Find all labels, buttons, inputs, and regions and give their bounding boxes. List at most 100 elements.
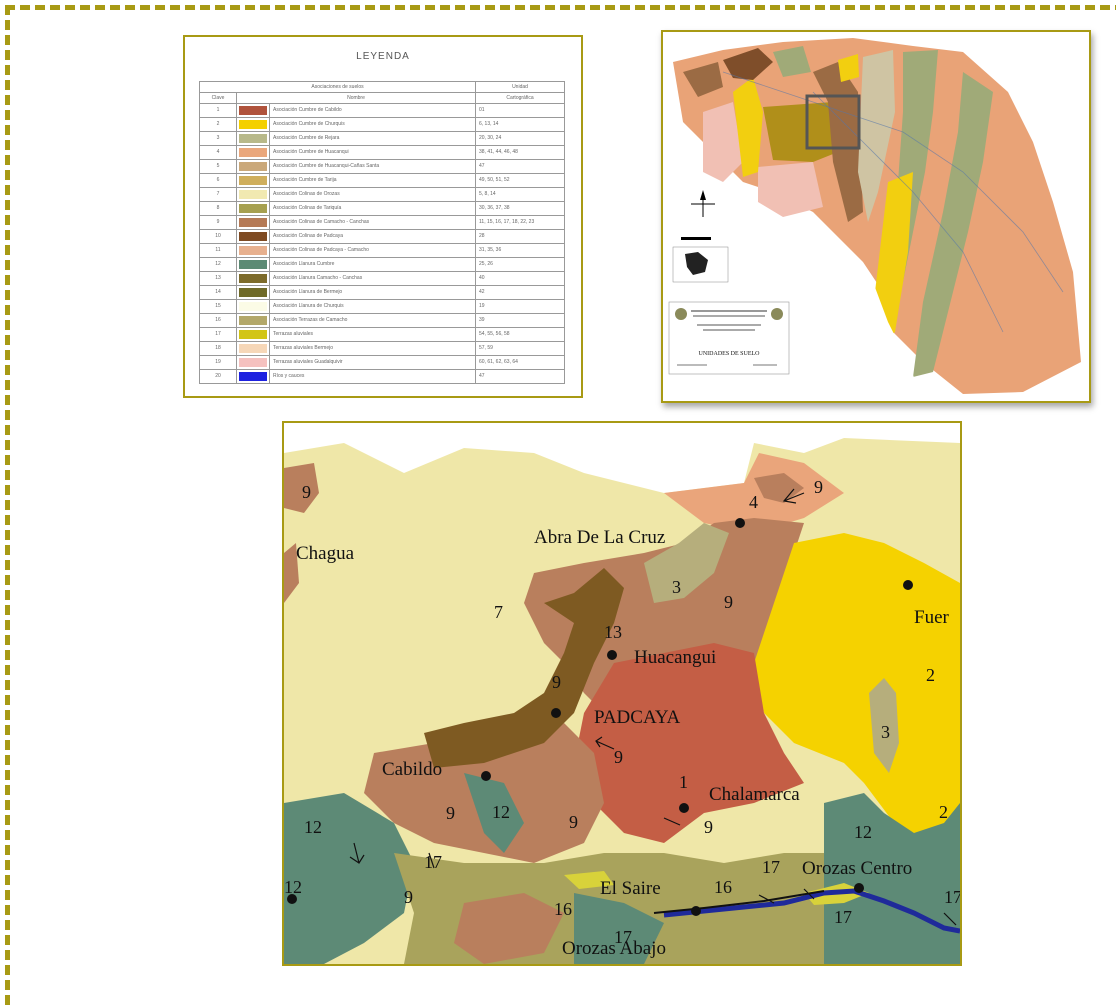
place-names: Abra De La Cruz Chagua Huacangui PADCAYA… [296, 527, 950, 959]
legend-row-swatch [236, 355, 270, 370]
legend-row-code: 57, 59 [475, 341, 565, 356]
legend-row-num: 16 [199, 313, 237, 328]
place-dot-west [287, 894, 297, 904]
unit-12-teal-west [284, 793, 414, 964]
unit-label: 9 [724, 592, 733, 612]
legend-row-num: 10 [199, 229, 237, 244]
legend-row-name: Asociación Cumbre de Huacanqui [269, 145, 476, 160]
legend-row-name: Asociación Llanura de Bermejo [269, 285, 476, 300]
unit-9-nw [284, 463, 319, 513]
legend-header-group: Asociaciones de suelos [199, 81, 476, 93]
unit-labels: 9493713992391912912921717161716179121217 [284, 477, 960, 947]
legend-row-code: 60, 61, 62, 63, 64 [475, 355, 565, 370]
place-el-saire: El Saire [600, 878, 661, 899]
unit-2-yellow [754, 533, 960, 873]
overview-rivers-2 [812, 91, 1004, 333]
legend-row-num: 17 [199, 327, 237, 342]
legend-row-name: Asociación Colinas de Orozas [269, 187, 476, 202]
legend-row-swatch [236, 159, 270, 174]
legend-row-swatch [236, 285, 270, 300]
unit-label: 7 [494, 602, 503, 622]
legend-row-num: 7 [199, 187, 237, 202]
unit-label: 3 [672, 577, 681, 597]
legend-row-code: 25, 26 [475, 257, 565, 272]
overview-map: UNIDADES DE SUELO [663, 32, 1089, 401]
legend-row-name: Asociación Llanura Camacho - Canchas [269, 271, 476, 286]
legend-row-num: 1 [199, 103, 237, 118]
place-chagua: Chagua [296, 543, 355, 564]
legend-row-num: 5 [199, 159, 237, 174]
unit-label: 9 [614, 747, 623, 767]
place-orozas-abajo: Orozas Abajo [562, 938, 666, 959]
legend-row-swatch [236, 257, 270, 272]
place-dot-huacangui [607, 650, 617, 660]
unit-3-sage-north [644, 523, 729, 603]
overview-rivers [722, 71, 1064, 293]
overview-map-panel: UNIDADES DE SUELO [661, 30, 1091, 403]
legend-row-code: 28 [475, 229, 565, 244]
legend-row-name: Asociación Cumbre de Churquis [269, 117, 476, 132]
dashed-frame [5, 5, 1116, 1005]
place-dot-fuer [903, 580, 913, 590]
legend-row-code: 47 [475, 369, 565, 384]
place-dot-orozas-abajo [691, 906, 701, 916]
unit-label: 9 [446, 803, 455, 823]
legend-row-swatch [236, 131, 270, 146]
place-dot-orozas-centro [854, 883, 864, 893]
unit-9-south [454, 893, 564, 964]
legend-row-code: 01 [475, 103, 565, 118]
legend-table: Asociaciones de suelos Unidad Clave Nomb… [199, 81, 565, 384]
unit-label: 17 [762, 857, 780, 877]
pointer-arrows [349, 488, 957, 926]
legend-row-code: 40 [475, 271, 565, 286]
unit-9-west [284, 543, 299, 603]
unit-label: 12 [284, 877, 302, 897]
region-brown [813, 62, 863, 222]
unit-label: 12 [492, 802, 510, 822]
unit-label: 3 [881, 722, 890, 742]
unit-label: 17 [614, 927, 632, 947]
unit-label: 9 [569, 812, 578, 832]
unit-label: 9 [552, 672, 561, 692]
region-green-band-2 [913, 72, 993, 377]
region-tan-band [858, 50, 895, 222]
legend-row-name: Asociación Colinas de Camacho - Canchas [269, 215, 476, 230]
place-dot-abra [735, 518, 745, 528]
region-brown-nw [683, 62, 723, 97]
legend-row-name: Asociación Cumbre de Tarija [269, 173, 476, 188]
unit-label: 13 [604, 622, 622, 642]
unit-label: 12 [304, 817, 322, 837]
legend-row-num: 9 [199, 215, 237, 230]
legend-row-swatch [236, 103, 270, 118]
legend-row-code: 42 [475, 285, 565, 300]
unit-12-teal-center [464, 773, 524, 853]
region-pink-south [758, 162, 823, 217]
unmapped-area [284, 423, 960, 493]
unit-1-red [574, 643, 804, 843]
zoomed-soil-map: 9493713992391912912921717161716179121217… [284, 423, 960, 964]
legend-row-num: 2 [199, 117, 237, 132]
legend-row-swatch [236, 243, 270, 258]
legend-row-name: Asociación Colinas de Padcaya - Camacho [269, 243, 476, 258]
legend-row-name: Asociación Colinas de Padcaya [269, 229, 476, 244]
place-padcaya: PADCAYA [594, 707, 681, 728]
place-huacangui: Huacangui [634, 647, 716, 668]
legend-header-code-top: Unidad [475, 81, 565, 93]
road-line [653, 890, 825, 914]
place-orozas-centro: Orozas Centro [802, 858, 912, 879]
unit-label: 9 [814, 477, 823, 497]
region-darkbrown-nw [723, 48, 773, 80]
legend-row-swatch [236, 201, 270, 216]
region-yellow-south [875, 172, 913, 342]
unit-17-lime [564, 871, 614, 889]
place-fuer: Fuer [914, 607, 950, 628]
legend-row: 9 Asociación Colinas de Camacho - Canchas… [199, 215, 565, 230]
